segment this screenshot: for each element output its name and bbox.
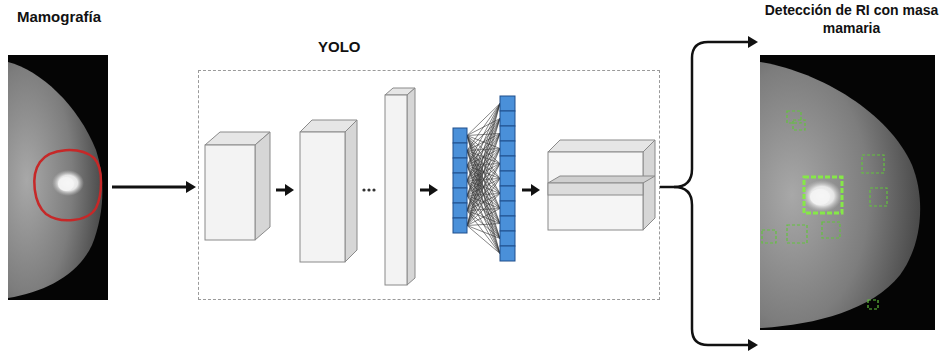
detection-boxes bbox=[762, 111, 887, 309]
panel-heading: Mamografía bbox=[8, 8, 110, 27]
fc-layer bbox=[453, 96, 515, 261]
image-panel: Mamografía bbox=[8, 8, 110, 302]
output-brace bbox=[660, 36, 758, 351]
image-panel: Detección de RI con masa mamaria bbox=[760, 2, 943, 352]
inner-arrows bbox=[276, 184, 540, 196]
panel-heading: YOLO bbox=[318, 38, 361, 57]
fc-connections bbox=[467, 104, 500, 254]
arrow-head bbox=[748, 339, 758, 351]
connector-line bbox=[674, 42, 749, 187]
mass-contour bbox=[34, 150, 101, 220]
ellipsis-dots bbox=[362, 188, 375, 191]
mass-detection bbox=[804, 177, 842, 213]
flow-arrow bbox=[112, 181, 196, 193]
arrow-head bbox=[186, 181, 196, 193]
arrow-head bbox=[748, 36, 758, 48]
panel-heading: Detección de RI con masa mamaria bbox=[760, 2, 943, 37]
cnn-layers bbox=[205, 88, 655, 285]
connector-line bbox=[674, 187, 749, 345]
mammogram-left bbox=[8, 55, 108, 300]
mammogram-right bbox=[760, 55, 935, 330]
connector-line bbox=[660, 186, 674, 189]
model-box: YOLO bbox=[198, 70, 660, 300]
connector-line bbox=[112, 186, 187, 189]
